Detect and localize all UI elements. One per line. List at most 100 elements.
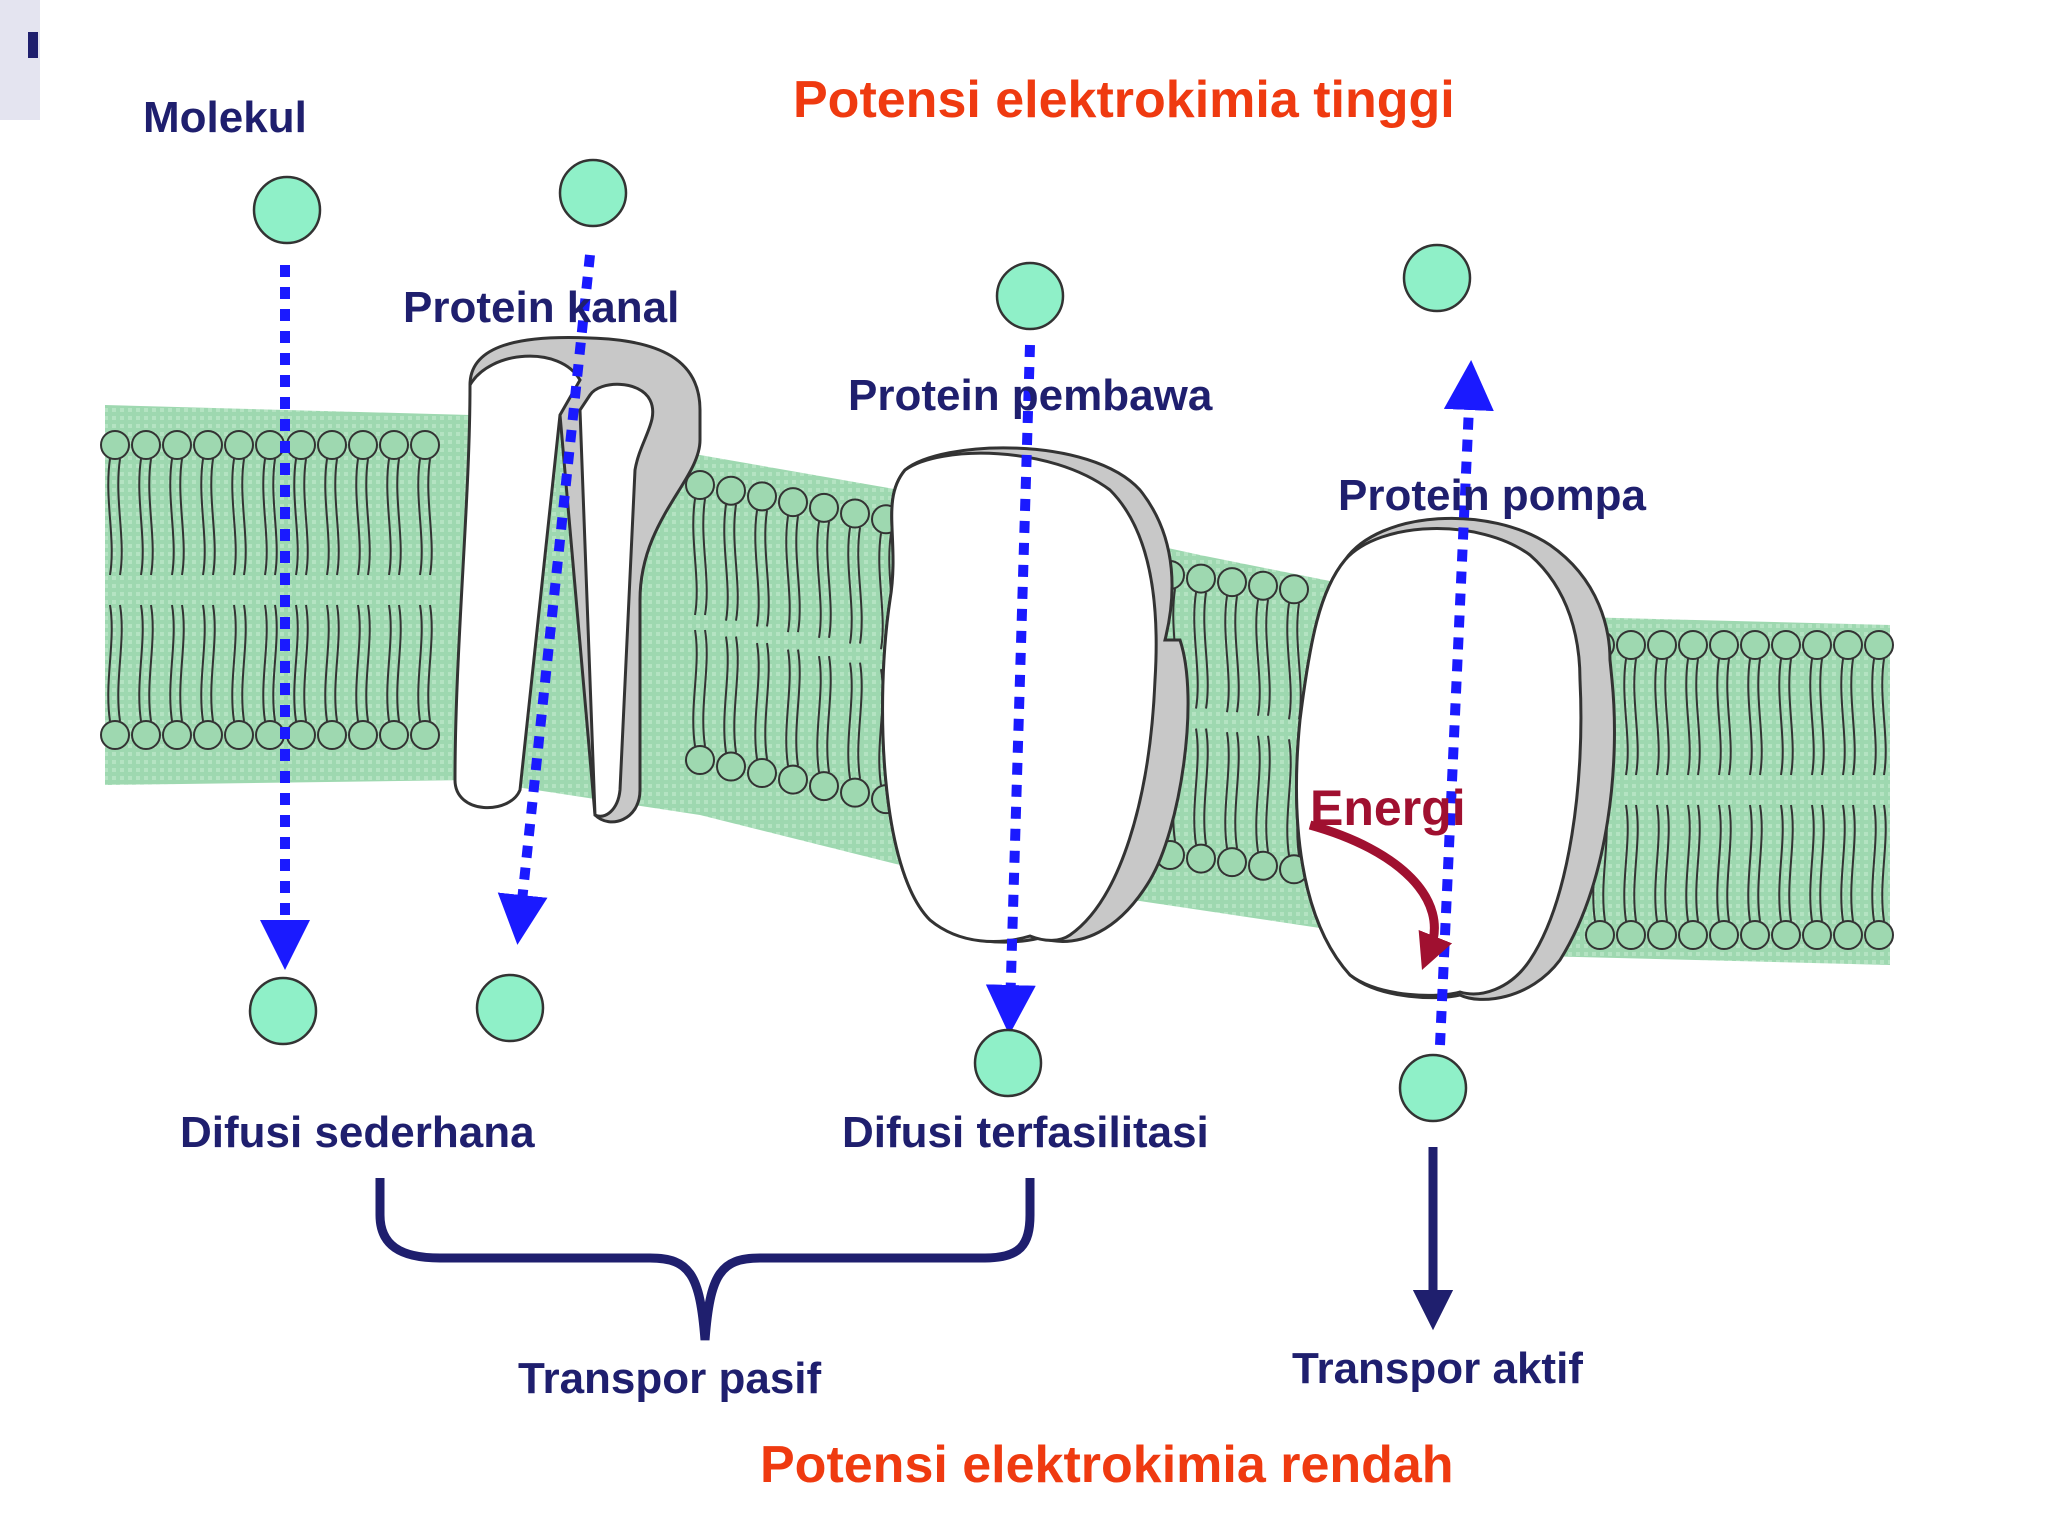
- phospholipid-tail: [1757, 804, 1763, 922]
- phospholipid-head: [286, 430, 316, 460]
- phospholipid-head: [348, 720, 378, 750]
- phospholipid-tail: [1633, 804, 1639, 922]
- facilitated-diffusion-label: Difusi terfasilitasi: [842, 1108, 1209, 1157]
- phospholipid-tail: [1747, 804, 1753, 922]
- phospholipid-head: [1771, 920, 1801, 950]
- phospholipid-tail: [857, 527, 863, 644]
- phospholipid-head: [379, 720, 409, 750]
- phospholipid-tail: [1788, 658, 1794, 776]
- carrier-protein: [881, 446, 1190, 944]
- energy-label: Energi: [1310, 780, 1466, 836]
- phospholipid-tail: [1234, 596, 1240, 713]
- phospholipid-tail: [303, 604, 309, 722]
- phospholipid-head: [747, 481, 777, 512]
- phospholipid-head: [162, 430, 192, 460]
- phospholipid-tail: [1633, 658, 1639, 776]
- phospholipid-tail: [816, 655, 822, 773]
- phospholipid-heads: [100, 430, 1894, 950]
- phospholipid-tail: [355, 604, 361, 722]
- phospholipid-head: [840, 777, 870, 808]
- phospholipid-tail: [1224, 596, 1230, 713]
- phospholipid-tail: [427, 458, 433, 576]
- phospholipid-tail: [1664, 658, 1670, 776]
- phospholipid-tail: [200, 604, 206, 722]
- phospholipid-tail: [702, 629, 708, 747]
- phospholipid-tail: [733, 504, 739, 621]
- phospholipid-tail: [241, 458, 247, 576]
- phospholipid-head: [1585, 920, 1615, 950]
- molecule-simple-top: [252, 175, 322, 245]
- phospholipid-tail: [107, 604, 113, 722]
- phospholipid-tail: [231, 458, 237, 576]
- phospholipid-head: [1864, 920, 1894, 950]
- phospholipid-head: [685, 470, 715, 500]
- phospholipid-tail: [148, 604, 154, 722]
- phospholipid-tail: [878, 533, 884, 650]
- phospholipid-tail: [396, 604, 402, 722]
- phospholipid-tail: [262, 458, 268, 576]
- phospholipid-head: [131, 430, 161, 460]
- phospholipid-tail: [1757, 658, 1763, 776]
- simple-diffusion-label: Difusi sederhana: [180, 1108, 535, 1157]
- phospholipid-head: [1647, 920, 1677, 950]
- phospholipid-tail: [417, 604, 423, 722]
- phospholipid-tail: [816, 521, 822, 639]
- phospholipid-head: [1678, 630, 1708, 660]
- phospholipid-tail: [1685, 658, 1691, 776]
- molecule-pump-bottom: [1398, 1053, 1468, 1123]
- phospholipid-tail: [1881, 658, 1887, 776]
- phospholipid-head: [1616, 630, 1646, 660]
- phospholipid-tail: [785, 515, 791, 633]
- phospholipid-tail: [365, 458, 371, 576]
- phospholipid-tail: [365, 604, 371, 722]
- phospholipid-tail: [1840, 804, 1846, 922]
- phospholipid-tail: [826, 521, 832, 639]
- phospholipid-head: [1802, 630, 1832, 660]
- phospholipid-head: [410, 720, 440, 750]
- phospholipid-tail: [1840, 658, 1846, 776]
- phospholipid-tail: [1623, 658, 1629, 776]
- phospholipid-tail: [1286, 603, 1292, 720]
- phospholipid-head: [1833, 920, 1863, 950]
- molecule-label: Molekul: [143, 93, 307, 142]
- carrier-protein-label: Protein pembawa: [848, 371, 1213, 420]
- phospholipid-tail: [1193, 728, 1199, 845]
- channel-diffusion-arrow: [497, 254, 595, 945]
- phospholipid-tail: [1726, 804, 1732, 922]
- low-potential-label: Potensi elektrokimia rendah: [760, 1436, 1454, 1494]
- phospholipid-tail: [847, 527, 853, 644]
- phospholipid-tail: [334, 604, 340, 722]
- phospholipid-tail: [1193, 592, 1199, 709]
- slide-corner-bar: [28, 32, 38, 58]
- phospholipid-head: [255, 720, 285, 750]
- phospholipid-tail: [324, 604, 330, 722]
- phospholipid-tail: [1224, 731, 1230, 849]
- phospholipid-tail: [1265, 735, 1271, 852]
- phospholipid-tail: [1850, 804, 1856, 922]
- molecule-pump-top: [1402, 243, 1472, 313]
- phospholipid-tail: [179, 458, 185, 576]
- molecule-carrier-top: [995, 261, 1065, 331]
- phospholipid-tail: [1255, 735, 1261, 852]
- phospholipid-tail: [723, 636, 729, 753]
- phospholipid-tail: [210, 458, 216, 576]
- phospholipid-head: [809, 771, 839, 802]
- phospholipid-tail: [1234, 731, 1240, 849]
- phospholipid-head: [1186, 563, 1216, 594]
- phospholipid-head: [716, 751, 746, 782]
- phospholipid-tail: [754, 642, 760, 760]
- phospholipid-tail: [1203, 728, 1209, 845]
- pump-protein-label: Protein pompa: [1338, 471, 1647, 520]
- phospholipid-tail: [1716, 658, 1722, 776]
- phospholipid-tail: [1654, 658, 1660, 776]
- phospholipid-tail: [1695, 804, 1701, 922]
- phospholipid-tail: [355, 458, 361, 576]
- phospholipid-head: [1186, 843, 1216, 874]
- high-potential-label: Potensi elektrokimia tinggi: [793, 71, 1455, 129]
- phospholipid-tail: [293, 458, 299, 576]
- phospholipid-tail: [847, 662, 853, 779]
- phospholipid-tails: [107, 458, 1887, 922]
- phospholipid-tail: [1809, 658, 1815, 776]
- phospholipid-tail: [1695, 658, 1701, 776]
